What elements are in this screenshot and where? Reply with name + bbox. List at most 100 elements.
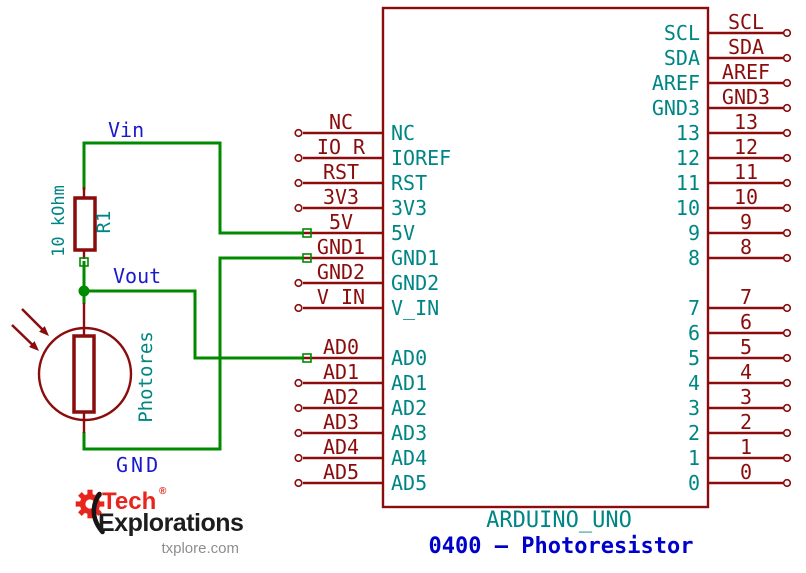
net-label-gnd: GND xyxy=(116,453,161,477)
pin-label-r-AREF: AREF xyxy=(722,60,770,84)
pin-label-3V3: 3V3 xyxy=(323,185,359,209)
pin-name-RST: RST xyxy=(391,171,427,195)
pin-label-r-8: 8 xyxy=(740,235,752,259)
pin-name-AD1: AD1 xyxy=(391,371,427,395)
pin-label-NC: NC xyxy=(329,110,353,134)
pin-label-r-1: 1 xyxy=(740,435,752,459)
brand-logo: Tech ® Explorations txplore.com xyxy=(75,486,247,562)
pin-name-AD4: AD4 xyxy=(391,446,427,470)
pin-label-r-11: 11 xyxy=(734,160,758,184)
pin-end-circle-GND2 xyxy=(294,278,303,288)
pin-end-circle-IO_R xyxy=(294,153,303,163)
pin-name-r-0: 0 xyxy=(688,471,700,495)
pin-name-r-8: 8 xyxy=(688,246,700,270)
pin-name-r-4: 4 xyxy=(688,371,700,395)
pin-connect-square-GND1 xyxy=(302,253,312,263)
pin-name-r-11: 11 xyxy=(676,171,700,195)
light-arrow-1 xyxy=(21,308,46,333)
pin-connect-square-r1 xyxy=(79,257,89,267)
logo-brand-bottom: Explorations xyxy=(98,509,244,537)
light-arrow-2-head xyxy=(29,341,39,351)
pin-end-circle-3 xyxy=(782,403,792,413)
pin-end-circle-0 xyxy=(782,478,792,488)
pin-name-r-3: 3 xyxy=(688,396,700,420)
pin-label-r-GND3: GND3 xyxy=(722,85,770,109)
pin-end-circle-13 xyxy=(782,128,792,138)
logo-url: txplore.com xyxy=(161,540,239,557)
pin-label-r-SCL: SCL xyxy=(728,10,764,34)
pin-end-circle-8 xyxy=(782,253,792,263)
resistor-value: 10 kOhm xyxy=(49,185,69,257)
pin-name-r-9: 9 xyxy=(688,221,700,245)
pin-name-IOREF: IOREF xyxy=(391,146,451,170)
pin-name-3V3: 3V3 xyxy=(391,196,427,220)
pin-end-circle-11 xyxy=(782,178,792,188)
pin-end-circle-2 xyxy=(782,428,792,438)
pin-name-AD3: AD3 xyxy=(391,421,427,445)
resistor-ref: R1 xyxy=(93,211,115,234)
pin-label-IO_R: IO_R xyxy=(317,135,366,159)
wire-gnd-return xyxy=(82,256,303,451)
pin-name-V_IN: V_IN xyxy=(391,296,439,320)
pin-name-r-SDA: SDA xyxy=(664,46,700,70)
pin-connect-square-5V xyxy=(302,228,312,238)
component-name-label: ARDUINO_UNO xyxy=(486,508,632,533)
pin-name-r-5: 5 xyxy=(688,346,700,370)
light-arrow-2 xyxy=(11,324,36,348)
photoresistor-circle xyxy=(37,326,133,422)
pin-name-r-SCL: SCL xyxy=(664,21,700,45)
pin-label-r-2: 2 xyxy=(740,410,752,434)
pin-label-AD2: AD2 xyxy=(323,385,359,409)
pin-end-circle-6 xyxy=(782,328,792,338)
wire-vin-to-5v xyxy=(82,141,303,235)
pin-end-circle-AD5 xyxy=(294,478,303,488)
pin-end-circle-1 xyxy=(782,453,792,463)
pin-label-r-3: 3 xyxy=(740,385,752,409)
pin-label-RST: RST xyxy=(323,160,359,184)
pin-end-circle-SDA xyxy=(782,53,792,63)
registered-trademark-icon: ® xyxy=(159,486,167,497)
pin-end-circle-SCL xyxy=(782,28,792,38)
pin-end-circle-12 xyxy=(782,153,792,163)
pin-name-AD2: AD2 xyxy=(391,396,427,420)
pin-end-circle-3V3 xyxy=(294,203,303,213)
pin-end-circle-AD4 xyxy=(294,453,303,463)
pin-end-circle-RST xyxy=(294,178,303,188)
net-label-vout: Vout xyxy=(113,264,161,288)
pin-end-circle-AD3 xyxy=(294,428,303,438)
net-label-vin: Vin xyxy=(108,118,144,142)
pin-label-r-4: 4 xyxy=(740,360,752,384)
resistor-body xyxy=(73,196,97,252)
pin-name-GND1: GND1 xyxy=(391,246,439,270)
pin-name-r-1: 1 xyxy=(688,446,700,470)
pin-label-r-9: 9 xyxy=(740,210,752,234)
junction-dot xyxy=(78,285,90,297)
pin-end-circle-NC xyxy=(294,128,303,138)
pin-label-r-13: 13 xyxy=(734,110,758,134)
pin-name-5V: 5V xyxy=(391,221,415,245)
pin-label-AD3: AD3 xyxy=(323,410,359,434)
pin-label-r-7: 7 xyxy=(740,285,752,309)
pin-name-r-12: 12 xyxy=(676,146,700,170)
pin-end-circle-9 xyxy=(782,228,792,238)
pin-name-r-13: 13 xyxy=(676,121,700,145)
logo-brand-top: Tech xyxy=(102,488,157,515)
pin-end-circle-AD1 xyxy=(294,378,303,388)
pin-end-circle-7 xyxy=(782,303,792,313)
pin-label-r-12: 12 xyxy=(734,135,758,159)
pin-label-r-5: 5 xyxy=(740,335,752,359)
pin-label-AD4: AD4 xyxy=(323,435,359,459)
pin-label-AD0: AD0 xyxy=(323,335,359,359)
photoresistor-body xyxy=(72,334,96,414)
pin-label-GND1: GND1 xyxy=(317,235,365,259)
pin-end-circle-5 xyxy=(782,353,792,363)
pin-label-AD5: AD5 xyxy=(323,460,359,484)
pin-end-circle-4 xyxy=(782,378,792,388)
photoresistor-label: Photores xyxy=(135,331,157,423)
pin-end-circle-GND3 xyxy=(782,103,792,113)
pin-connect-square-AD0 xyxy=(302,353,312,363)
pin-label-r-SDA: SDA xyxy=(728,35,764,59)
logo-swoosh xyxy=(91,491,105,535)
pin-label-r-0: 0 xyxy=(740,460,752,484)
pin-label-5V: 5V xyxy=(329,210,353,234)
